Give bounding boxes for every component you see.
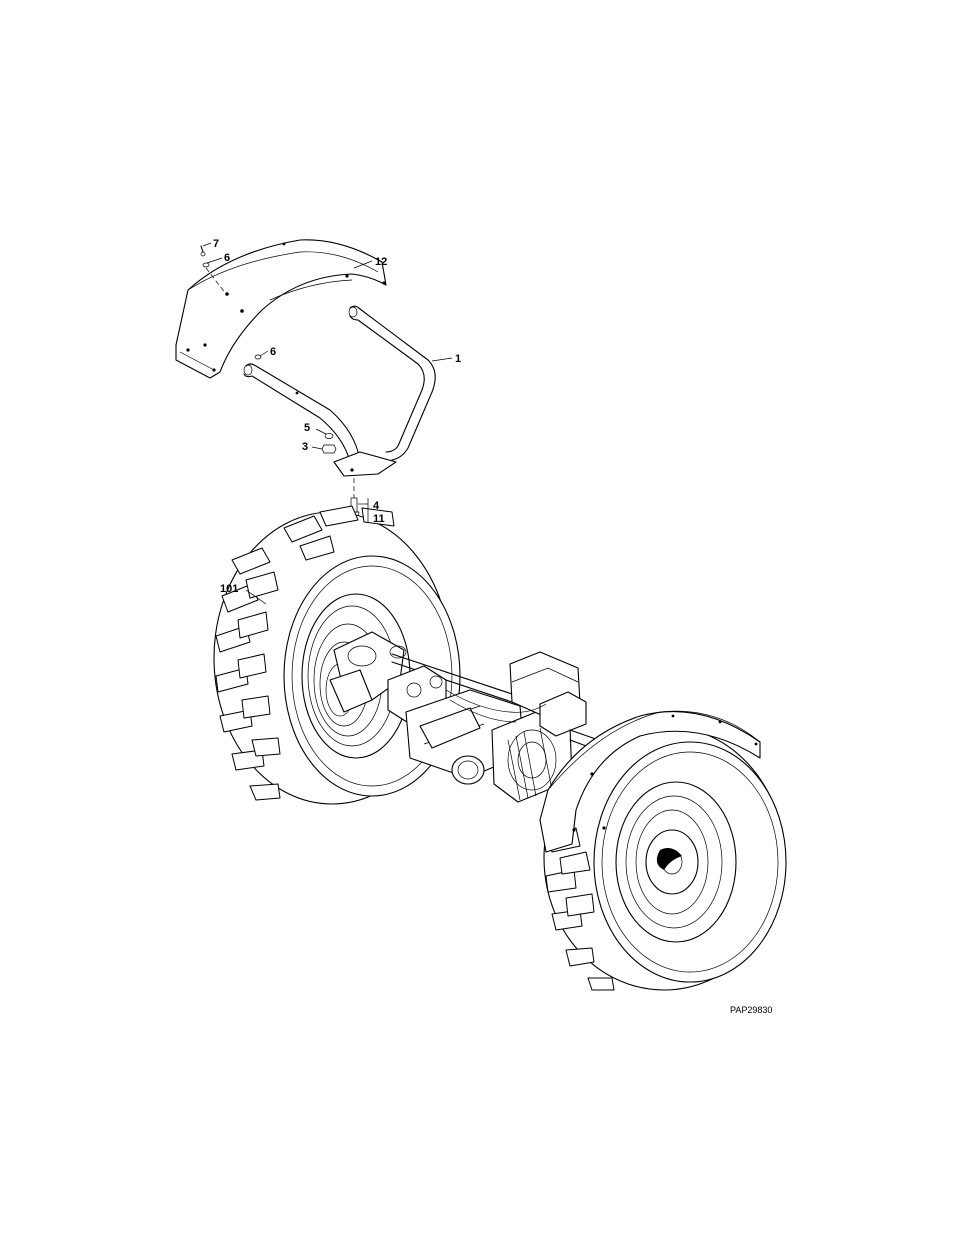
fender-bracket-part-1 — [244, 306, 435, 476]
screw-part-7 — [201, 246, 205, 256]
fender-part-12 — [176, 240, 386, 378]
callout-7-label: 7 — [213, 238, 219, 250]
callout-7: 7 — [203, 238, 219, 250]
callout-12-label: 12 — [375, 256, 387, 268]
callout-3-label: 3 — [302, 441, 308, 453]
lock-washer-part-5 — [325, 434, 333, 439]
nut-part-3 — [322, 445, 336, 453]
callout-1: 1 — [432, 353, 461, 365]
callout-101-label: 101 — [220, 583, 238, 595]
callout-1-label: 1 — [455, 353, 461, 365]
callout-5-label: 5 — [304, 422, 310, 434]
callout-6b: 6 — [260, 346, 276, 358]
callout-11-label: 11 — [373, 513, 385, 525]
callout-6a: 6 — [207, 252, 230, 264]
figure-id-label: PAP29830 — [730, 1005, 772, 1015]
callout-5: 5 — [304, 422, 326, 434]
callout-6b-label: 6 — [270, 346, 276, 358]
callout-3: 3 — [302, 441, 322, 453]
callout-6a-label: 6 — [224, 252, 230, 264]
callout-4-label: 4 — [373, 500, 380, 512]
